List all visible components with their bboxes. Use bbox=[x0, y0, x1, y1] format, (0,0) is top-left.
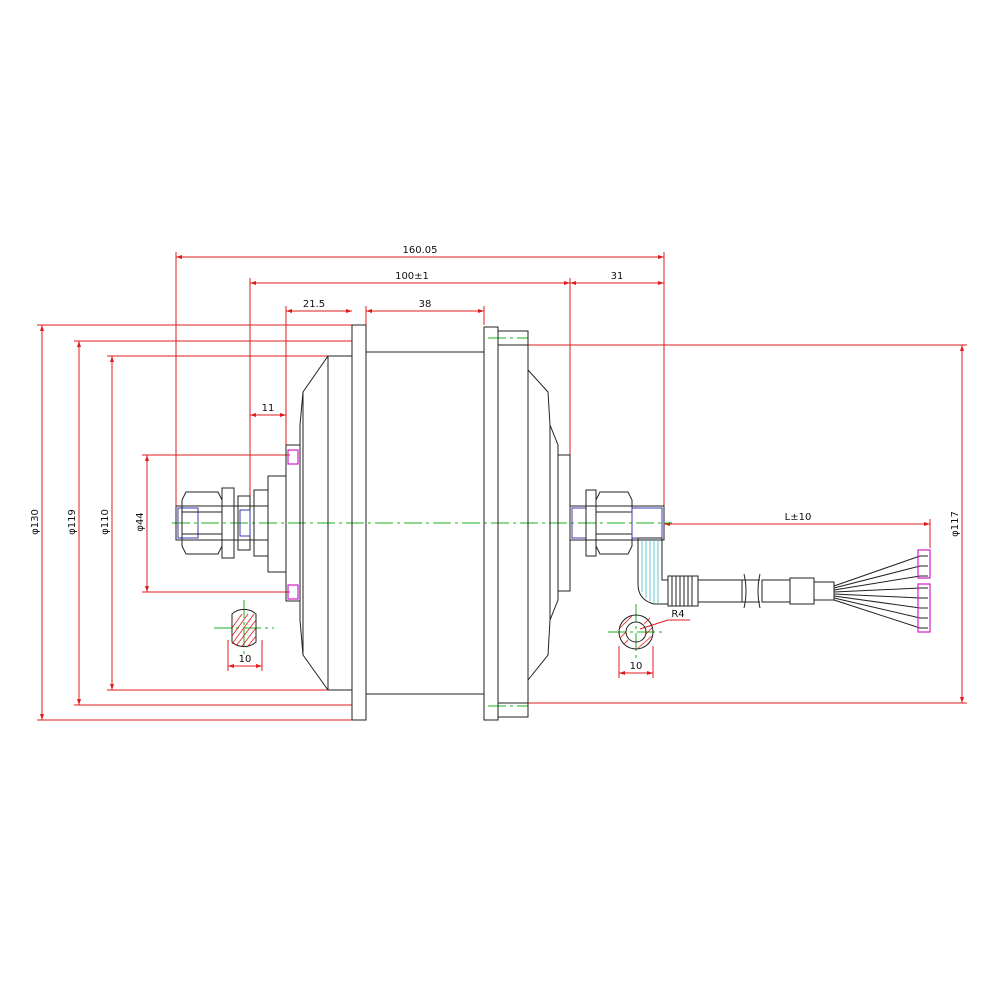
dim-overall-width: 160.05 bbox=[403, 245, 438, 256]
dim-axle-flat-left: 10 bbox=[239, 654, 252, 665]
axle-section-right bbox=[618, 614, 654, 650]
dim-cable-length: L±10 bbox=[785, 512, 812, 523]
dimension-lines bbox=[37, 252, 967, 721]
dim-diameter-110: φ110 bbox=[100, 509, 111, 535]
dim-diameter-119: φ119 bbox=[67, 509, 78, 535]
dim-diameter-117: φ117 bbox=[950, 511, 961, 537]
dim-diameter-130: φ130 bbox=[30, 509, 41, 535]
dim-axle-flat-right: 10 bbox=[630, 661, 643, 672]
dimension-labels: 160.05 100±1 31 21.5 38 11 L±10 10 10 R4… bbox=[30, 245, 961, 672]
dim-right-extension: 31 bbox=[611, 271, 624, 282]
dim-nut-width: 11 bbox=[262, 403, 275, 414]
cable-shield-hatch bbox=[641, 540, 659, 603]
axle-section-left bbox=[231, 608, 257, 648]
left-axle-assembly bbox=[175, 487, 269, 559]
motor-body bbox=[267, 324, 571, 721]
bolt-markers bbox=[287, 449, 299, 600]
dim-flange-offset: 21.5 bbox=[303, 299, 325, 310]
dim-diameter-44: φ44 bbox=[135, 512, 146, 531]
dim-radius: R4 bbox=[671, 609, 684, 620]
cable bbox=[637, 537, 931, 633]
dim-axle-span: 100±1 bbox=[395, 271, 429, 282]
dim-center-width: 38 bbox=[419, 299, 432, 310]
